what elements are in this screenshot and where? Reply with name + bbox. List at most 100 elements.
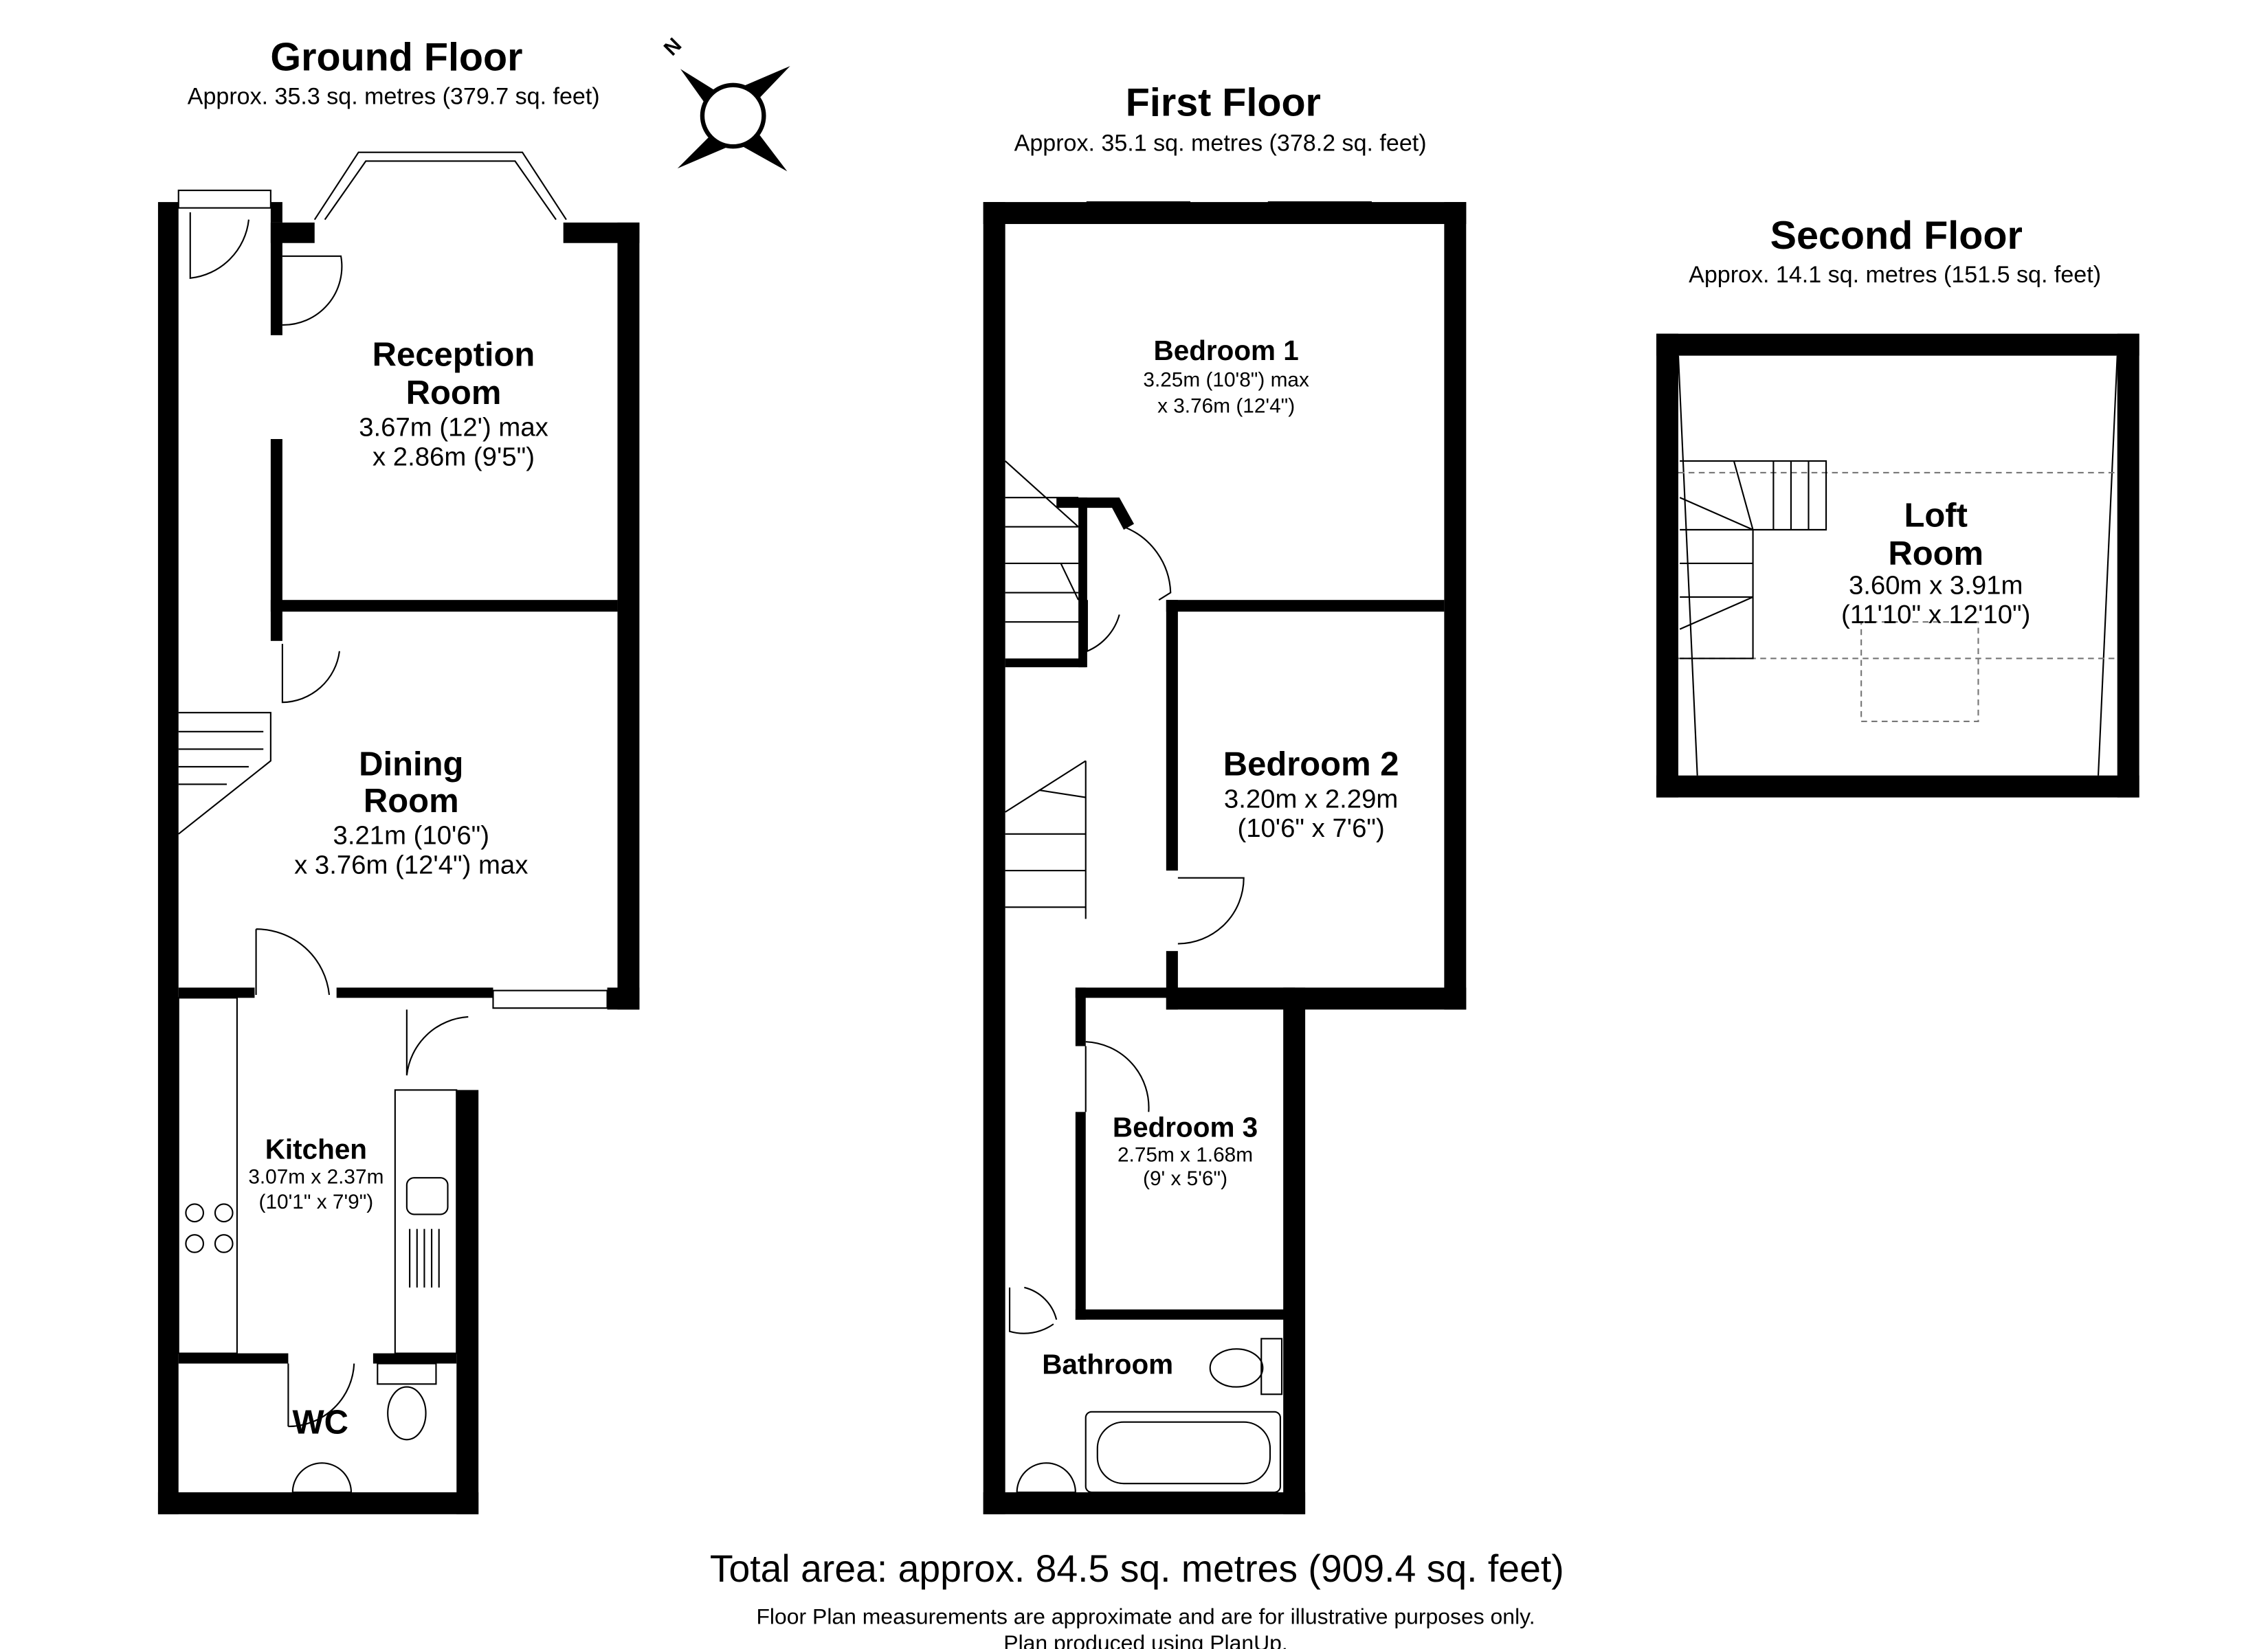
room-name: Dining [359,746,463,783]
room-name: Room [364,783,459,820]
wall [983,202,1005,1514]
room-dimensions: (10'6" x 7'6") [1237,814,1384,843]
sink-icon [405,1177,449,1215]
basin-icon [291,1462,353,1493]
wall [157,1492,479,1514]
wall [157,202,179,1514]
first-floor-title: First Floor [1126,80,1321,124]
room-name: Bedroom 3 [1113,1112,1258,1143]
skylight [1860,621,1979,722]
bay-window [313,151,567,221]
wall [983,202,1467,225]
wall [2117,333,2139,798]
room-name: Reception [373,337,535,374]
window [1306,989,1432,1009]
ground-floor-area: Approx. 35.3 sq. metres (379.7 sq. feet) [188,83,600,109]
ground-floor-title: Ground Floor [270,35,522,79]
window [1285,1089,1305,1193]
second-floor: Second Floor Approx. 14.1 sq. metres (15… [1656,214,2139,798]
first-floor-area: Approx. 35.1 sq. metres (378.2 sq. feet) [1014,131,1427,157]
cistern [1260,1338,1283,1395]
window [492,989,608,1009]
window [1086,201,1190,222]
wall [1283,987,1306,1514]
wall [1656,333,1678,798]
wall [1005,658,1086,668]
wall [373,1353,457,1364]
disclaimer: Floor Plan measurements are approximate … [756,1604,1535,1629]
total-area: Total area: approx. 84.5 sq. metres (909… [710,1547,1564,1590]
wall [1166,600,1445,612]
wall [1075,1309,1296,1320]
room-dimensions: 3.07m x 2.37m [248,1166,383,1189]
room-dimensions: 3.60m x 3.91m [1849,571,2023,601]
wall [1075,987,1086,1046]
bath-icon [1085,1411,1281,1493]
wall [1078,497,1087,668]
room-dimensions: 3.67m (12') max [359,413,548,442]
front-door [189,212,249,279]
toilet-icon [387,1386,427,1441]
wall [1166,951,1178,1010]
window [1086,1494,1205,1514]
wall [1444,202,1467,1010]
wall [1166,600,1178,871]
window [221,1494,289,1514]
wall [270,439,282,641]
produced-by: Plan produced using PlanUp. [1003,1630,1288,1649]
wall [607,987,640,1010]
compass-icon: N [660,34,790,172]
room-dimensions: x 3.76m (12'4") [1157,395,1295,418]
room-name: Room [1888,535,1983,572]
room-dimensions: 3.25m (10'8") max [1143,368,1309,391]
first-floor: First Floor Approx. 35.1 sq. metres (378… [983,80,1467,1514]
door [255,928,331,996]
second-floor-title: Second Floor [1770,214,2023,258]
room-dimensions: 2.75m x 1.68m [1118,1144,1253,1167]
cistern [377,1362,437,1385]
staircase [178,712,271,835]
window [353,1494,421,1514]
basin-icon [1016,1462,1076,1493]
eaves-line [1677,355,1698,776]
door [281,644,340,704]
hob-icon [185,1203,234,1253]
kitchen-counter [177,997,238,1354]
window [1267,201,1372,222]
wall [270,202,282,223]
room-dimensions: 3.20m x 2.29m [1224,785,1398,814]
door [1085,1041,1150,1112]
door [1177,877,1245,945]
room-name: WC [292,1404,348,1442]
room-dimensions: (10'1" x 7'9") [259,1191,374,1213]
cupboard-door [405,1009,469,1076]
eaves-line [2097,355,2118,776]
staircase [1004,460,1087,919]
room-dimensions: (9' x 5'6") [1143,1167,1227,1190]
toilet-icon [1209,1348,1264,1388]
second-floor-area: Approx. 14.1 sq. metres (151.5 sq. feet) [1689,262,2101,288]
wall [270,600,618,612]
wall [336,987,493,998]
room-dimensions: (11'10" x 12'10") [1841,600,2030,629]
bath-inner [1096,1421,1271,1485]
room-dimensions: 3.21m (10'6") [333,821,489,851]
door [282,255,343,326]
wall [1056,497,1134,530]
room-name: Bathroom [1042,1348,1173,1380]
room-name: Bedroom 1 [1154,335,1299,366]
staircase [1679,460,1827,660]
porch-window [177,189,271,209]
window [458,1169,478,1303]
door [1123,526,1172,601]
wall [178,987,255,998]
compass-north-label: N [660,34,687,60]
wall [1656,333,2139,356]
room-dimensions: x 3.76m (12'4") max [294,850,528,879]
wc-door [287,1363,355,1428]
room-name: Kitchen [265,1133,367,1165]
drainer [409,1229,440,1288]
wall [617,222,640,1010]
room-name: Bedroom 2 [1223,746,1399,783]
